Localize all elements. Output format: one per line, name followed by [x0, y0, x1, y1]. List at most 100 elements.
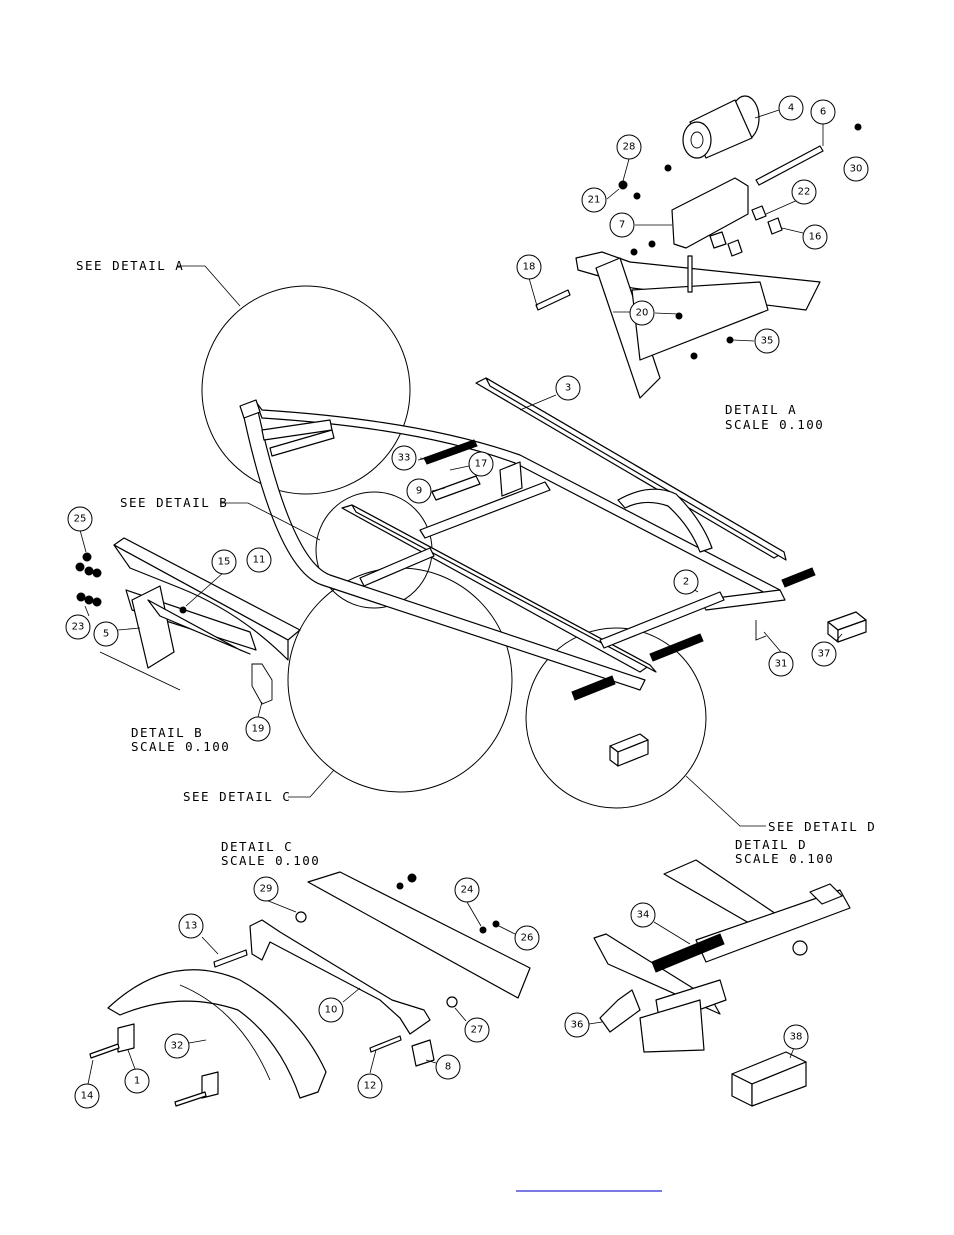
svg-text:10: 10: [325, 1005, 338, 1016]
detail-a-circle: [201, 285, 411, 495]
svg-text:33: 33: [398, 453, 411, 464]
svg-text:18: 18: [523, 262, 536, 273]
callout-2: 2: [673, 569, 699, 595]
callout-32: 32: [164, 1033, 190, 1059]
plate-part-9: [431, 475, 481, 501]
callout-30: 30: [843, 156, 869, 182]
detail-a-assembly: [535, 95, 862, 399]
callout-4: 4: [778, 95, 804, 121]
svg-text:32: 32: [171, 1041, 184, 1052]
svg-text:20: 20: [636, 308, 649, 319]
detail-b-scale: SCALE 0.100: [131, 739, 230, 754]
callout-15: 15: [211, 549, 237, 575]
callout-9: 9: [406, 478, 432, 504]
callout-22: 22: [791, 179, 817, 205]
bracket-part-17: [499, 461, 523, 497]
callout-27: 27: [464, 1017, 490, 1043]
svg-text:27: 27: [471, 1025, 484, 1036]
step-treads: [423, 439, 816, 701]
svg-text:11: 11: [253, 555, 266, 566]
detail-c-assembly: [89, 871, 531, 1107]
bracket-part-31: [755, 620, 767, 641]
callout-7: 7: [609, 212, 635, 238]
main-trailer-frame: [239, 399, 786, 691]
callout-23: 23: [65, 614, 91, 640]
callout-20: 20: [629, 300, 655, 326]
frame-fender: [617, 488, 713, 553]
svg-text:38: 38: [790, 1032, 803, 1043]
callout-16: 16: [802, 224, 828, 250]
callout-28: 28: [616, 134, 642, 160]
callout-38: 38: [783, 1024, 809, 1050]
svg-text:7: 7: [619, 220, 625, 231]
see-detail-b-label: SEE DETAIL B: [120, 495, 228, 510]
callout-13: 13: [178, 913, 204, 939]
block-in-detail-d: [609, 733, 649, 767]
svg-text:3: 3: [565, 383, 571, 394]
svg-text:37: 37: [818, 649, 831, 660]
svg-text:25: 25: [74, 514, 87, 525]
see-detail-d-label: SEE DETAIL D: [768, 819, 876, 834]
svg-text:28: 28: [623, 142, 636, 153]
see-detail-a-label: SEE DETAIL A: [76, 258, 184, 273]
detail-c-scale: SCALE 0.100: [221, 853, 320, 868]
svg-text:12: 12: [364, 1081, 377, 1092]
svg-text:15: 15: [218, 557, 231, 568]
svg-text:23: 23: [72, 622, 85, 633]
callout-31: 31: [768, 651, 794, 677]
callout-17: 17: [468, 451, 494, 477]
callout-34: 34: [630, 902, 656, 928]
callout-26: 26: [514, 925, 540, 951]
callout-29: 29: [253, 876, 279, 902]
svg-text:13: 13: [185, 921, 198, 932]
callout-33: 33: [391, 445, 417, 471]
svg-text:5: 5: [103, 629, 109, 640]
svg-text:16: 16: [809, 232, 822, 243]
svg-text:4: 4: [788, 103, 794, 114]
detail-c-title: DETAIL C: [221, 839, 293, 854]
svg-text:8: 8: [445, 1062, 451, 1073]
block-part-37: [827, 611, 867, 643]
svg-text:1: 1: [134, 1076, 140, 1087]
detail-b-assembly: [75, 537, 301, 705]
callout-21: 21: [581, 187, 607, 213]
callout-6: 6: [810, 99, 836, 125]
callout-14: 14: [74, 1083, 100, 1109]
svg-text:6: 6: [820, 107, 826, 118]
svg-text:26: 26: [521, 933, 534, 944]
callout-19: 19: [245, 716, 271, 742]
svg-text:2: 2: [683, 577, 689, 588]
callout-24: 24: [454, 877, 480, 903]
callout-8: 8: [435, 1054, 461, 1080]
callout-37: 37: [811, 641, 837, 667]
leader-see-a: [178, 265, 241, 307]
leader-see-d: [685, 775, 766, 827]
svg-text:34: 34: [637, 910, 650, 921]
callout-1: 1: [124, 1068, 150, 1094]
callout-10: 10: [318, 997, 344, 1023]
detail-d-scale: SCALE 0.100: [735, 851, 834, 866]
svg-text:30: 30: [850, 164, 863, 175]
svg-text:14: 14: [81, 1091, 94, 1102]
detail-a-scale: SCALE 0.100: [725, 417, 824, 432]
detail-a-title: DETAIL A: [725, 402, 797, 417]
detail-d-title: DETAIL D: [735, 837, 807, 852]
svg-text:24: 24: [461, 885, 474, 896]
svg-text:22: 22: [798, 187, 811, 198]
callout-25: 25: [67, 506, 93, 532]
side-rail-part: [475, 377, 787, 561]
callout-35: 35: [754, 328, 780, 354]
see-detail-c-label: SEE DETAIL C: [183, 789, 291, 804]
svg-text:17: 17: [475, 459, 488, 470]
svg-text:35: 35: [761, 336, 774, 347]
svg-text:9: 9: [416, 486, 422, 497]
callout-36: 36: [564, 1012, 590, 1038]
leader-see-b: [220, 502, 321, 541]
callout-12: 12: [357, 1073, 383, 1099]
callout-11: 11: [246, 547, 272, 573]
callout-3: 3: [555, 375, 581, 401]
leader-see-c: [288, 769, 335, 798]
callout-5: 5: [93, 621, 119, 647]
